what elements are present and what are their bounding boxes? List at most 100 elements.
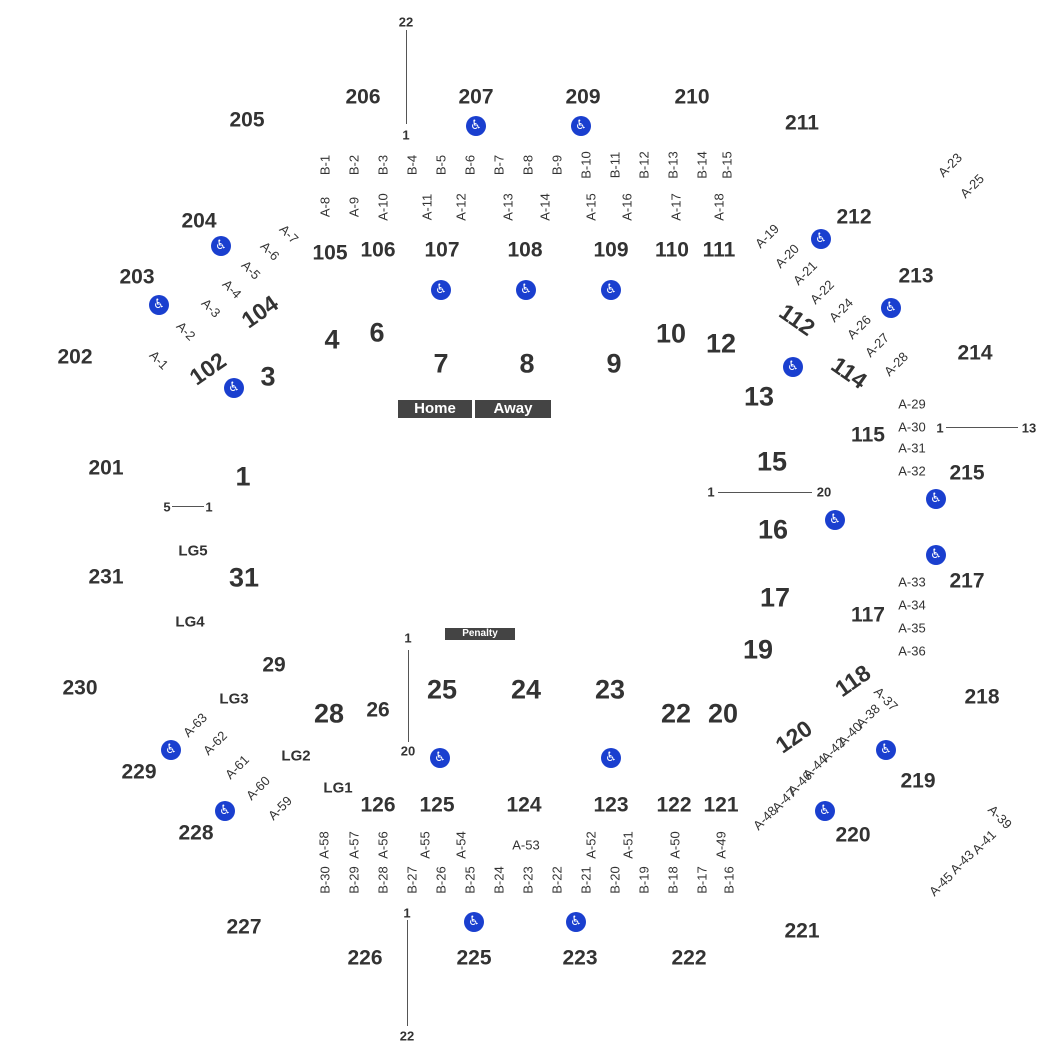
- box-a27[interactable]: A-27: [861, 329, 893, 361]
- section-118[interactable]: 118: [830, 659, 876, 702]
- section-218[interactable]: 218: [964, 685, 1000, 709]
- box-a34[interactable]: A-34: [898, 597, 926, 613]
- box-a28[interactable]: A-28: [880, 348, 912, 380]
- box-a45[interactable]: A-45: [925, 868, 957, 900]
- box-a7[interactable]: A-7: [276, 221, 302, 247]
- section-227[interactable]: 227: [226, 915, 262, 939]
- box-a43[interactable]: A-43: [946, 846, 978, 878]
- section-221[interactable]: 221: [784, 919, 820, 943]
- floor-section-24[interactable]: 24: [510, 674, 542, 705]
- box-b2[interactable]: B-2: [346, 154, 362, 176]
- box-a61[interactable]: A-61: [221, 751, 253, 783]
- box-a14[interactable]: A-14: [537, 193, 553, 221]
- floor-section-17[interactable]: 17: [759, 582, 791, 613]
- box-a15[interactable]: A-15: [583, 193, 599, 221]
- box-a31[interactable]: A-31: [898, 440, 926, 456]
- section-229[interactable]: 229: [121, 760, 157, 784]
- section-110[interactable]: 110: [655, 238, 689, 262]
- box-a13[interactable]: A-13: [500, 193, 516, 221]
- box-b28[interactable]: B-28: [375, 866, 391, 894]
- box-b12[interactable]: B-12: [636, 151, 652, 179]
- box-a23[interactable]: A-23: [934, 149, 966, 181]
- section-112[interactable]: 112: [774, 298, 820, 341]
- section-212[interactable]: 212: [836, 205, 872, 229]
- box-a5[interactable]: A-5: [238, 257, 264, 283]
- section-125[interactable]: 125: [419, 793, 455, 817]
- box-a6[interactable]: A-6: [257, 238, 283, 264]
- section-126[interactable]: 126: [360, 793, 396, 817]
- section-205[interactable]: 205: [229, 108, 265, 132]
- section-115[interactable]: 115: [851, 423, 885, 447]
- box-b9[interactable]: B-9: [549, 154, 565, 176]
- floor-section-25[interactable]: 25: [426, 674, 458, 705]
- box-a58[interactable]: A-58: [316, 831, 332, 859]
- box-a49[interactable]: A-49: [713, 831, 729, 859]
- box-b17[interactable]: B-17: [694, 866, 710, 894]
- floor-section-9[interactable]: 9: [606, 348, 622, 379]
- loge-lg5[interactable]: LG5: [178, 542, 208, 560]
- section-230[interactable]: 230: [62, 676, 98, 700]
- box-a56[interactable]: A-56: [375, 831, 391, 859]
- section-106[interactable]: 106: [360, 238, 396, 262]
- floor-section-26[interactable]: 26: [366, 698, 390, 722]
- box-a24[interactable]: A-24: [825, 294, 857, 326]
- section-217[interactable]: 217: [949, 569, 985, 593]
- floor-section-16[interactable]: 16: [757, 514, 789, 545]
- floor-section-19[interactable]: 19: [742, 634, 774, 665]
- floor-section-4[interactable]: 4: [324, 324, 340, 355]
- box-b18[interactable]: B-18: [665, 866, 681, 894]
- box-a51[interactable]: A-51: [620, 831, 636, 859]
- box-a32[interactable]: A-32: [898, 463, 926, 479]
- box-a11[interactable]: A-11: [419, 193, 435, 221]
- box-a60[interactable]: A-60: [242, 772, 274, 804]
- box-a50[interactable]: A-50: [667, 831, 683, 859]
- section-102[interactable]: 102: [184, 346, 231, 391]
- loge-lg4[interactable]: LG4: [175, 613, 205, 631]
- box-b16[interactable]: B-16: [721, 866, 737, 894]
- box-b11[interactable]: B-11: [607, 151, 623, 179]
- box-a19[interactable]: A-19: [751, 220, 783, 252]
- section-206[interactable]: 206: [345, 85, 381, 109]
- floor-section-7[interactable]: 7: [433, 348, 449, 379]
- box-a33[interactable]: A-33: [898, 574, 926, 590]
- box-a10[interactable]: A-10: [375, 193, 391, 221]
- section-228[interactable]: 228: [178, 821, 214, 845]
- floor-section-23[interactable]: 23: [594, 674, 626, 705]
- box-a26[interactable]: A-26: [843, 311, 875, 343]
- section-111[interactable]: 111: [702, 238, 736, 262]
- box-a30[interactable]: A-30: [898, 419, 926, 435]
- section-219[interactable]: 219: [900, 769, 936, 793]
- floor-section-13[interactable]: 13: [743, 381, 775, 412]
- box-a18[interactable]: A-18: [711, 193, 727, 221]
- section-222[interactable]: 222: [671, 946, 707, 970]
- section-225[interactable]: 225: [456, 946, 492, 970]
- box-a29[interactable]: A-29: [898, 396, 926, 412]
- section-220[interactable]: 220: [835, 823, 871, 847]
- box-b26[interactable]: B-26: [433, 866, 449, 894]
- box-a9[interactable]: A-9: [346, 196, 362, 218]
- section-104[interactable]: 104: [236, 289, 283, 334]
- section-105[interactable]: 105: [312, 241, 348, 265]
- box-b7[interactable]: B-7: [491, 154, 507, 176]
- box-a20[interactable]: A-20: [771, 240, 803, 272]
- box-a54[interactable]: A-54: [453, 831, 469, 859]
- floor-section-6[interactable]: 6: [369, 317, 385, 348]
- section-107[interactable]: 107: [424, 238, 460, 262]
- floor-section-22[interactable]: 22: [660, 698, 692, 729]
- box-b19[interactable]: B-19: [636, 866, 652, 894]
- box-a48[interactable]: A-48: [749, 802, 781, 834]
- box-b8[interactable]: B-8: [520, 154, 536, 176]
- section-203[interactable]: 203: [119, 265, 155, 289]
- box-a12[interactable]: A-12: [453, 193, 469, 221]
- section-109[interactable]: 109: [593, 238, 629, 262]
- section-117[interactable]: 117: [851, 603, 885, 627]
- box-b14[interactable]: B-14: [694, 151, 710, 179]
- section-204[interactable]: 204: [181, 209, 217, 233]
- box-b21[interactable]: B-21: [578, 866, 594, 894]
- box-b20[interactable]: B-20: [607, 866, 623, 894]
- floor-section-28[interactable]: 28: [313, 698, 345, 729]
- floor-section-10[interactable]: 10: [655, 318, 687, 349]
- box-b1[interactable]: B-1: [317, 154, 333, 176]
- box-a17[interactable]: A-17: [668, 193, 684, 221]
- section-122[interactable]: 122: [656, 793, 692, 817]
